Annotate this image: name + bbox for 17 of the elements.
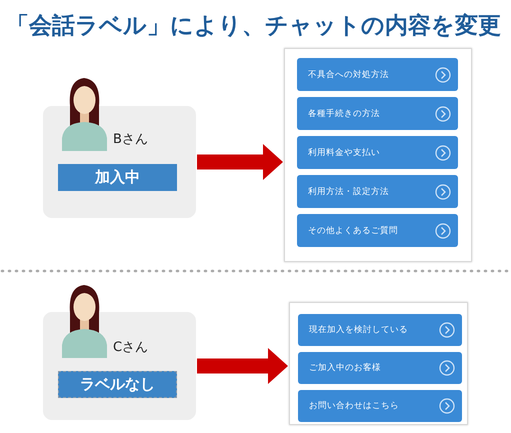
menu-button: ご加入中のお客様	[298, 352, 462, 384]
status-label: 加入中	[58, 164, 177, 191]
arrow	[197, 348, 288, 384]
title: 「会話ラベル」により、チャットの内容を変更	[6, 12, 501, 41]
menu-button: 不具合への対処方法	[297, 58, 458, 91]
menu-button: 利用方法・設定方法	[297, 175, 458, 208]
chat-menu-panel	[289, 302, 468, 425]
status-label: ラベルなし	[58, 371, 177, 398]
menu-button: 利用料金や支払い	[297, 136, 458, 169]
user-name: Cさん	[113, 339, 148, 356]
menu-button: 各種手続きの方法	[297, 97, 458, 130]
menu-button: 現在加入を検討している	[298, 314, 462, 346]
chat-menu-panel	[284, 48, 472, 262]
arrow	[197, 144, 283, 180]
menu-button: お問い合わせはこちら	[298, 390, 462, 422]
user-name: Bさん	[113, 131, 148, 148]
menu-button: その他よくあるご質問	[297, 214, 458, 247]
